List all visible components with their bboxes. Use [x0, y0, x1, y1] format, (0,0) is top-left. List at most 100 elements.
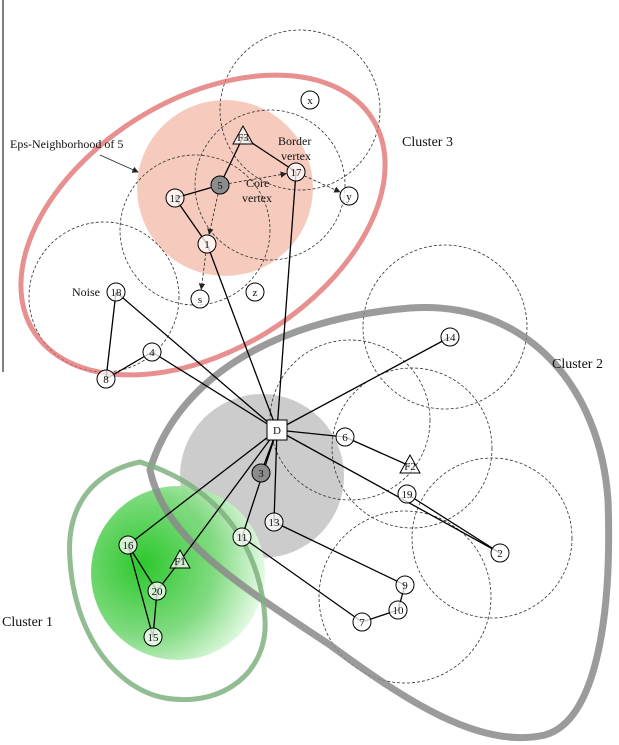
node-label: y [346, 191, 352, 203]
edge-n11-n7 [241, 536, 363, 623]
noise-label: Noise [72, 285, 100, 299]
edge-n4-D [151, 351, 278, 431]
node-n19: 19 [397, 484, 417, 504]
node-circle [190, 289, 210, 309]
cluster-1-region [91, 486, 265, 660]
edge-n18-n8 [105, 291, 117, 380]
node-label: F1 [174, 556, 186, 568]
eps-neighborhood-label: Eps-Neighborhood of 5 [10, 137, 123, 151]
node-n13: 13 [264, 512, 284, 532]
node-square [266, 419, 288, 441]
core-vertex-label-line1: Core [246, 176, 269, 190]
node-circle [232, 527, 252, 547]
node-label: 10 [393, 605, 405, 617]
edge-n18-D [115, 291, 278, 431]
node-label: 13 [269, 517, 281, 529]
node-circle [106, 282, 126, 302]
edge-n16-n15 [127, 544, 154, 638]
eps-circle [194, 109, 346, 261]
node-circle [245, 282, 265, 302]
node-label: 12 [170, 193, 181, 205]
node-label: 20 [152, 586, 164, 598]
node-circle [197, 234, 217, 254]
node-F3: F3 [232, 124, 254, 145]
arrows [198, 171, 341, 290]
node-label: F3 [237, 132, 249, 144]
edge-n13-n9 [273, 521, 406, 586]
node-label: D [273, 425, 281, 437]
edge-D-n2 [276, 429, 501, 554]
node-circle [388, 600, 408, 620]
node-n17: 17 [286, 162, 306, 182]
node-circle [440, 327, 460, 347]
eps-circle [362, 244, 528, 410]
node-n14: 14 [440, 327, 460, 347]
node-label: s [198, 294, 202, 306]
node-circle [395, 575, 415, 595]
node-F1: F1 [169, 548, 191, 569]
node-n4: 4 [142, 342, 162, 362]
border-vertex-label-line1: Border [278, 134, 311, 148]
node-circle [352, 612, 372, 632]
node-n5: 5 [210, 175, 230, 195]
node-label: 5 [217, 180, 223, 192]
node-circle [147, 581, 167, 601]
node-label: 19 [402, 489, 414, 501]
node-label: 16 [123, 540, 135, 552]
node-circle [165, 188, 185, 208]
node-label: F2 [404, 461, 416, 473]
node-n10: 10 [388, 600, 408, 620]
arrow-n5-n1 [207, 193, 219, 236]
edge-n6-D [276, 429, 346, 438]
node-label: 15 [148, 632, 160, 644]
node-n3: 3 [251, 463, 271, 483]
node-label: z [253, 287, 258, 299]
node-circle [142, 342, 162, 362]
edges [105, 136, 501, 638]
node-label: 9 [402, 580, 408, 592]
node-n16: 16 [118, 535, 138, 555]
node-n11: 11 [232, 527, 252, 547]
node-circle [286, 162, 306, 182]
node-circle [264, 512, 284, 532]
node-s: s [190, 289, 210, 309]
node-n20: 20 [147, 581, 167, 601]
node-label: 6 [342, 432, 348, 444]
node-circle [335, 427, 355, 447]
core-vertex-label-line2: vertex [242, 191, 272, 205]
arrow-n1-s [198, 252, 207, 290]
node-n9: 9 [395, 575, 415, 595]
node-label: 2 [497, 548, 503, 560]
node-circle [397, 484, 417, 504]
node-circle [251, 463, 271, 483]
edge-n17-D [276, 171, 297, 431]
node-circle [300, 90, 320, 110]
edge-n6-F2 [344, 436, 411, 467]
border-vertex-label-line2: vertex [281, 149, 311, 163]
cluster-2-label: Cluster 2 [552, 357, 603, 372]
node-label: x [307, 95, 313, 107]
node-n8: 8 [96, 369, 116, 389]
edge-F1-D [179, 429, 278, 562]
node-label: 3 [258, 468, 264, 480]
node-n7: 7 [352, 612, 372, 632]
cluster-1-label: Cluster 1 [2, 615, 53, 630]
node-n1: 1 [197, 234, 217, 254]
edge-n19-n2 [406, 493, 501, 554]
node-label: 1 [204, 239, 210, 251]
node-label: 7 [359, 617, 365, 629]
node-label: 11 [237, 532, 248, 544]
arrow-n17-y [304, 175, 341, 193]
node-triangle [232, 124, 254, 145]
node-circle [210, 175, 230, 195]
edge-n1-D [206, 243, 278, 431]
eps-circles [28, 29, 573, 684]
node-label: 4 [149, 347, 155, 359]
node-z: z [245, 282, 265, 302]
node-n2: 2 [490, 543, 510, 563]
eps-circle [318, 510, 492, 684]
node-label: 18 [111, 287, 123, 299]
node-circle [143, 627, 163, 647]
